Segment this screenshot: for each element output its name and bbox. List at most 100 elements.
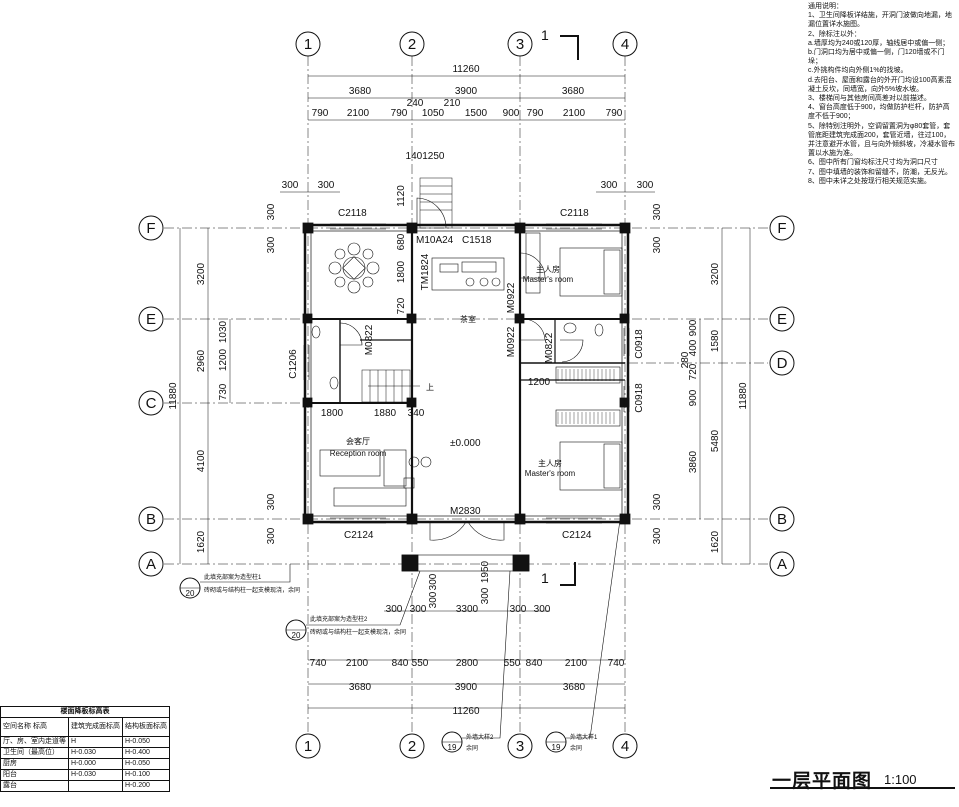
dim-porch: 3300 <box>456 604 479 615</box>
callout-sub: 砖砌或与结构柱一起支模现浇，余同 <box>310 628 406 636</box>
dim-top-small: 210 <box>444 98 461 109</box>
drawing-title: 一层平面图 <box>772 771 873 792</box>
table-header: 建筑完成面标高 <box>68 717 123 737</box>
detail-tag-num: 19 <box>448 743 457 752</box>
dim-right-small: 300 <box>652 493 663 510</box>
dim-porch: 300 <box>510 604 527 615</box>
room-en-reception: Reception room <box>330 449 387 458</box>
section-cut-label-bottom: 1 <box>541 570 549 586</box>
dim-right-total: 11880 <box>738 382 749 410</box>
window-tag: C0918 <box>634 329 645 359</box>
axis-label-right-F: F <box>777 220 786 237</box>
dim-bottom-total: 11260 <box>452 706 480 717</box>
dim-porch: 300 <box>410 604 427 615</box>
dim-right-detail: 280 <box>680 351 691 368</box>
room-en-master-1: Master's room <box>523 275 574 284</box>
dim-right-bay: 3200 <box>710 262 721 285</box>
dim-corner: 300 <box>601 180 618 191</box>
note-line: b.门洞口均为居中或偏一侧，门120墙或不门垛； <box>808 49 945 66</box>
window-tag: C1518 <box>462 235 492 246</box>
dim-bottom-detail: 2100 <box>346 658 369 669</box>
exterior-wall <box>303 223 630 524</box>
dim-porch-depth: 1950 <box>480 560 491 583</box>
axis-label-right-A: A <box>777 556 787 573</box>
dim-bottom-detail: 740 <box>608 658 625 669</box>
dim-top-total: 11260 <box>452 64 480 75</box>
axis-label-bottom-2: 2 <box>408 738 416 755</box>
detail-tag-num: 19 <box>552 743 561 752</box>
note-line: 5、除特别注明外，空调留置洞为φ80套管，套管底距建筑完成面200，套管近墙，往… <box>808 122 955 158</box>
elevation-mark: ±0.000 <box>450 438 481 449</box>
dim-right-small: 300 <box>652 527 663 544</box>
note-line: 通用说明： <box>808 3 843 10</box>
detail-tag-sub: 余同 <box>570 744 582 752</box>
dim-left-bay: 1620 <box>196 530 207 553</box>
dim-inner: 340 <box>408 408 425 419</box>
dim-porch-depth: 300 <box>480 587 491 604</box>
dim-top-detail: 2100 <box>347 108 370 119</box>
dim-left-small: 300 <box>266 236 277 253</box>
dim-stair: 1401250 <box>406 151 445 162</box>
dim-right-bay: 1620 <box>710 530 721 553</box>
general-notes: 通用说明： 1、卫生间降板详结施，开洞门波做向地漏，地漏位置详水施图。 2、除标… <box>808 2 956 186</box>
note-line: 2、除标注以外： <box>808 30 861 38</box>
axis-label-left-F: F <box>146 220 155 237</box>
dim-left-bay: 3200 <box>196 262 207 285</box>
note-line: a.墙厚均为240或120厚，轴线居中或偏一侧； <box>808 39 950 47</box>
detail-tag-sub: 余同 <box>466 744 478 752</box>
door-tag: M2830 <box>450 506 481 517</box>
dim-top-detail: 1500 <box>465 108 488 119</box>
room-en-master-2: Master's room <box>525 469 576 478</box>
dim-bottom-bay: 3680 <box>349 682 372 693</box>
detail-tag-label: 外墙大样1 <box>570 733 598 741</box>
dim-bottom-detail: 2800 <box>456 658 479 669</box>
axis-label-left-E: E <box>146 311 156 328</box>
dim-bottom-detail: 740 <box>310 658 327 669</box>
dim-left-detail: 1200 <box>218 348 229 371</box>
axis-label-top-1: 1 <box>304 36 312 53</box>
dim-left-detail: 1030 <box>218 320 229 343</box>
axis-label-top-4: 4 <box>621 36 629 53</box>
axis-label-left-A: A <box>146 556 156 573</box>
table-title: 楼面降板标高表 <box>0 706 170 718</box>
axis-label-right-E: E <box>777 311 787 328</box>
dim-corner: 300 <box>318 180 335 191</box>
dim-bottom-detail: 550 <box>412 658 429 669</box>
window-tag: C2124 <box>344 530 374 541</box>
dim-top-detail: 1050 <box>422 108 445 119</box>
dim-inner: 1120 <box>396 185 407 207</box>
dim-porch: 300 <box>386 604 403 615</box>
door-tag: M0822 <box>544 332 555 363</box>
dim-top-detail: 790 <box>606 108 623 119</box>
dim-top-small: 240 <box>407 98 424 109</box>
note-line: d.去阳台、屋面和露台的外开门均设100高素混凝土反坎，同墙宽，向外5%坡水坡。 <box>808 76 952 93</box>
dim-bottom-detail: 840 <box>526 658 543 669</box>
dim-right-detail: 900 <box>688 319 699 336</box>
window-tag: C1206 <box>288 349 299 379</box>
stair-up-label: 上 <box>426 383 434 392</box>
room-name-master-2: 主人房 <box>538 458 562 468</box>
door-tag: M10A24 <box>416 235 454 246</box>
room-name-tearoom: 茶室 <box>460 314 476 324</box>
note-line: 1、卫生间降板详结施，开洞门波做向地漏，地漏位置详水施图。 <box>808 12 952 29</box>
note-line: 8、图中未详之处按现行相关规范实施。 <box>808 177 931 185</box>
table-header: 结构板面标高 <box>122 717 170 737</box>
door-tag: TM1824 <box>420 253 431 290</box>
window-tag: C2124 <box>562 530 592 541</box>
dim-inner: 1200 <box>528 377 551 388</box>
dim-right-small: 300 <box>652 236 663 253</box>
dim-bottom-bay: 3680 <box>563 682 586 693</box>
dim-right-bay: 5480 <box>710 429 721 452</box>
dim-top-detail: 790 <box>312 108 329 119</box>
room-name-master-1: 主人房 <box>536 264 560 274</box>
axis-label-top-2: 2 <box>408 36 416 53</box>
axis-label-bottom-3: 3 <box>516 738 524 755</box>
drawing-scale: 1:100 <box>884 772 917 787</box>
dim-left-detail: 730 <box>218 383 229 400</box>
dim-top-bay: 3680 <box>349 86 372 97</box>
dim-top-bay: 3900 <box>455 86 478 97</box>
dim-bottom-detail: 2100 <box>565 658 588 669</box>
dim-inner: 1800 <box>321 408 344 419</box>
